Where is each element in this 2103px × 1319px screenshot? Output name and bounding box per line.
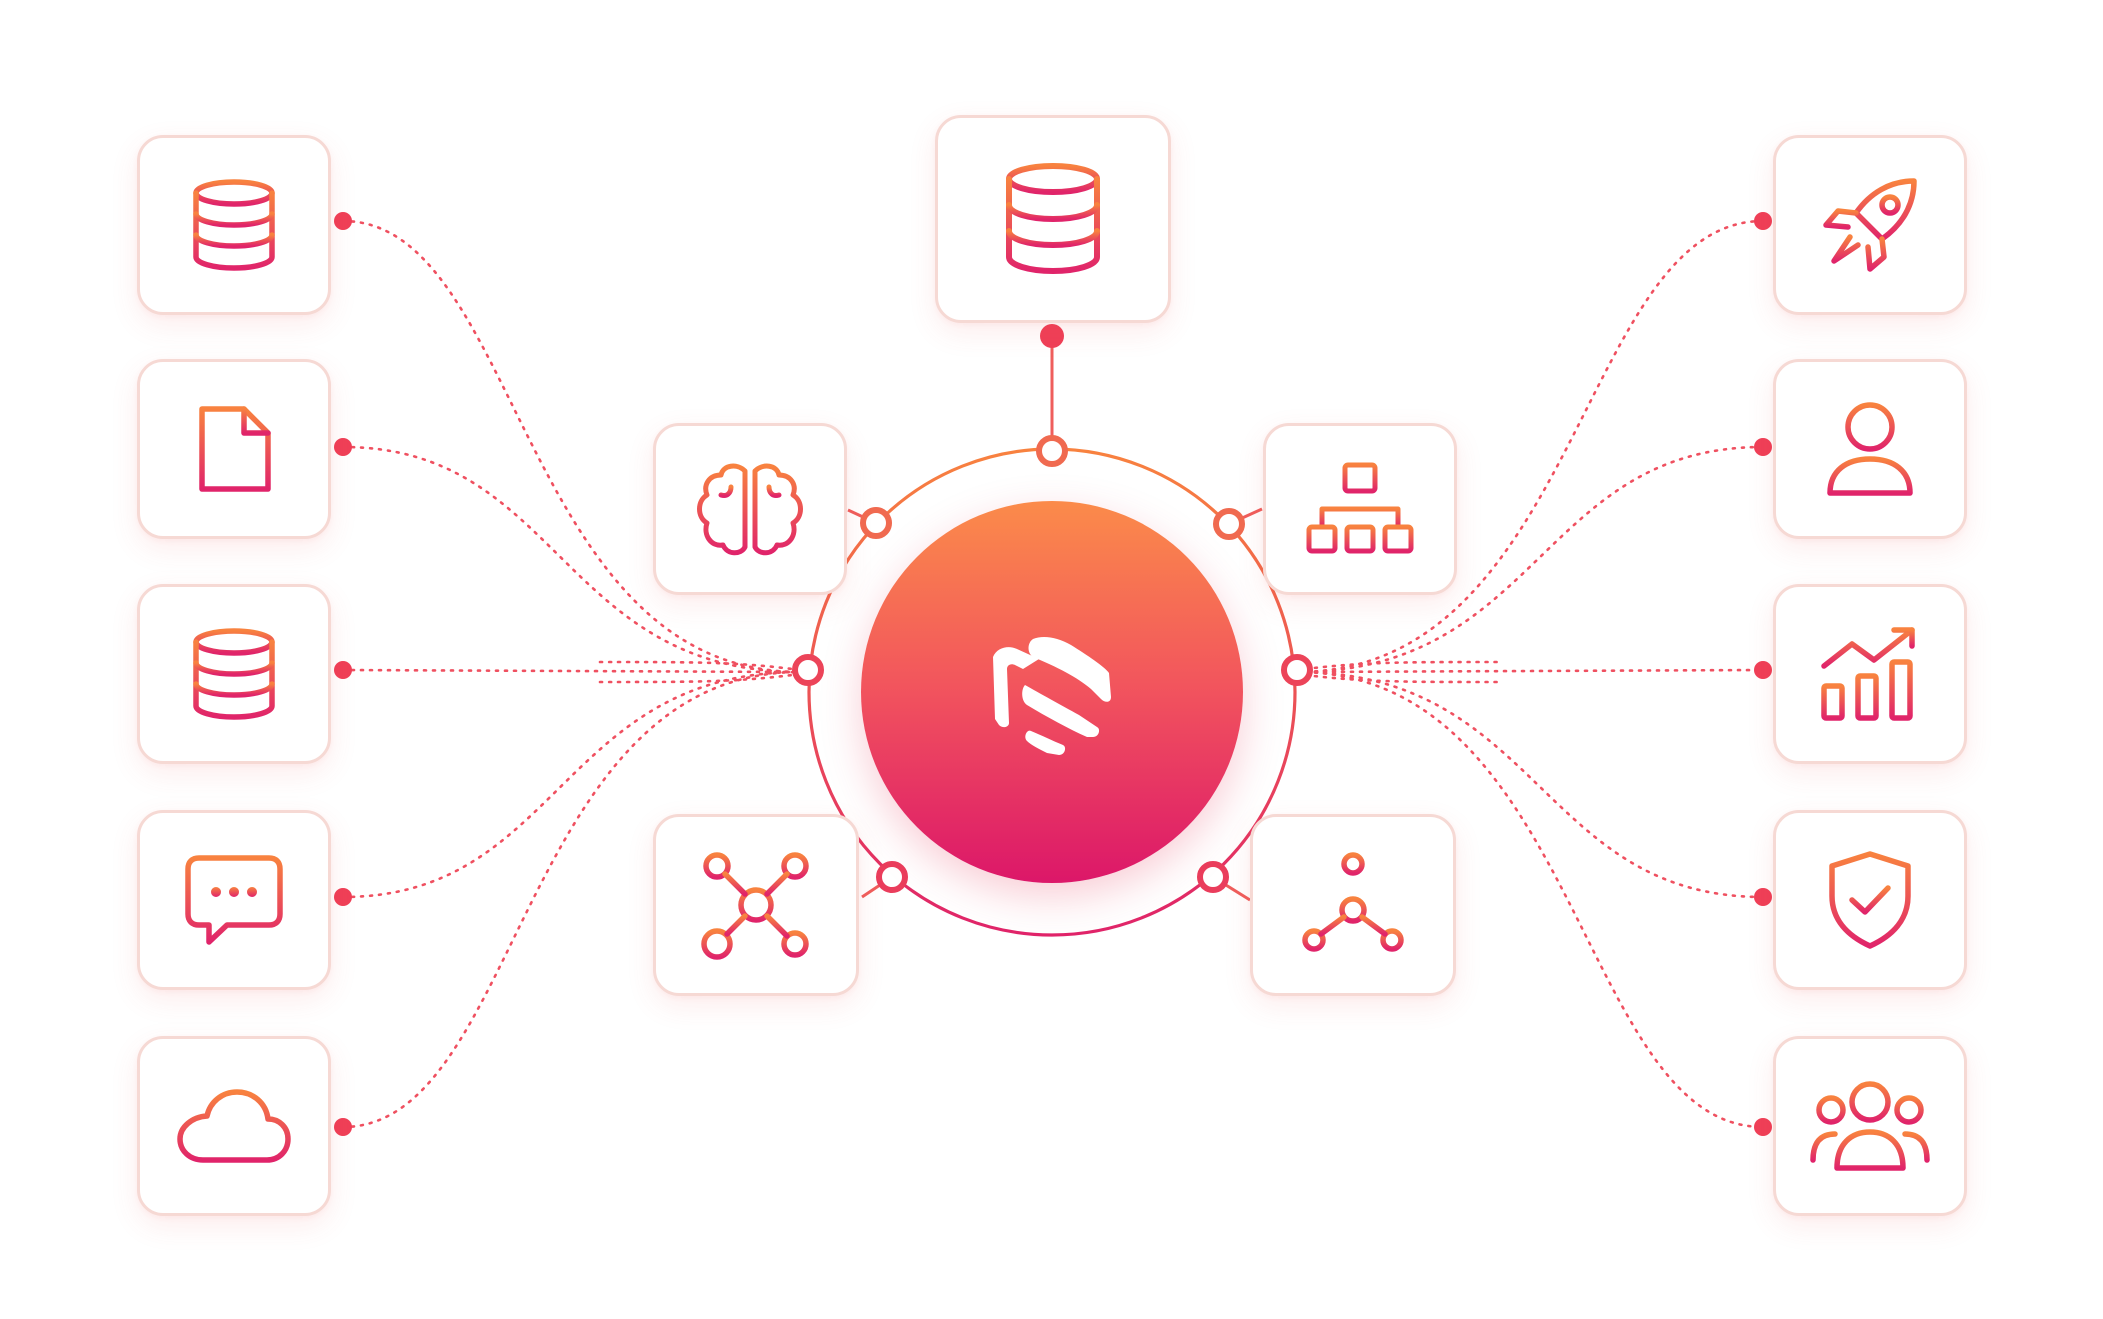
outcome-dot-5 xyxy=(1754,1118,1772,1136)
outcome-card-user xyxy=(1773,359,1967,539)
document-icon xyxy=(199,406,271,492)
database-icon xyxy=(193,179,275,271)
hierarchy-icon xyxy=(1306,462,1414,554)
connector-fan-left-a xyxy=(598,660,802,672)
connector-source-4 xyxy=(341,670,802,899)
connector-outcome-1 xyxy=(1295,219,1765,674)
outcome-dot-3 xyxy=(1754,661,1772,679)
satellite-card-upper-left-brain xyxy=(653,423,847,595)
connector-fan-right-b xyxy=(1295,672,1502,684)
user-icon xyxy=(1827,402,1913,496)
satellite-card-lower-right-nodes xyxy=(1250,814,1456,996)
cloud-icon xyxy=(177,1089,291,1163)
network-icon xyxy=(701,852,809,960)
outcome-dot-2 xyxy=(1754,438,1772,456)
outcome-dot-4 xyxy=(1754,888,1772,906)
connector-fan-left-b xyxy=(598,672,802,684)
outcome-dot-1 xyxy=(1754,212,1772,230)
connector-fan-right-a xyxy=(1295,660,1502,672)
shield-check-icon xyxy=(1829,851,1911,949)
source-dot-2 xyxy=(334,438,352,456)
connector-outcome-2 xyxy=(1295,445,1765,674)
outcome-card-growth-chart xyxy=(1773,584,1967,764)
source-card-database-1 xyxy=(137,135,331,315)
brain-icon xyxy=(697,463,803,556)
top-connector-dot xyxy=(1040,324,1064,348)
source-dot-1 xyxy=(334,212,352,230)
ring-port-top xyxy=(1036,435,1068,467)
outcome-card-shield xyxy=(1773,810,1967,990)
outcome-card-rocket xyxy=(1773,135,1967,315)
outcome-card-team xyxy=(1773,1036,1967,1216)
connector-source-1 xyxy=(341,219,802,674)
rocket-icon xyxy=(1823,178,1917,272)
source-card-database-2 xyxy=(137,584,331,764)
ring-port-lower-right xyxy=(1197,861,1229,893)
source-dot-5 xyxy=(334,1118,352,1136)
ring-port-left xyxy=(792,654,824,686)
source-dot-4 xyxy=(334,888,352,906)
platform-logo-icon xyxy=(993,637,1111,755)
database-icon xyxy=(1006,163,1100,274)
satellite-card-upper-right-hierarchy xyxy=(1263,423,1457,595)
branch-nodes-icon xyxy=(1302,852,1404,952)
connector-source-2 xyxy=(341,445,802,674)
chat-bubble-icon xyxy=(185,855,283,945)
connector-source-5 xyxy=(341,670,802,1129)
satellite-card-lower-left-network xyxy=(653,814,859,996)
source-card-chat xyxy=(137,810,331,990)
satellite-card-top-database xyxy=(935,115,1171,323)
central-hub xyxy=(861,501,1243,883)
ring-port-upper-right xyxy=(1213,508,1245,540)
source-card-document xyxy=(137,359,331,539)
growth-chart-icon xyxy=(1821,627,1915,721)
connector-outcome-5 xyxy=(1295,670,1765,1129)
ring-port-right xyxy=(1281,654,1313,686)
connector-source-3 xyxy=(341,668,802,674)
connector-outcome-3 xyxy=(1295,668,1765,674)
source-dot-3 xyxy=(334,661,352,679)
ring-port-lower-left xyxy=(876,861,908,893)
source-card-cloud xyxy=(137,1036,331,1216)
connector-outcome-4 xyxy=(1295,670,1765,899)
ring-port-upper-left xyxy=(860,507,892,539)
database-icon xyxy=(193,628,275,720)
team-icon xyxy=(1810,1081,1930,1171)
